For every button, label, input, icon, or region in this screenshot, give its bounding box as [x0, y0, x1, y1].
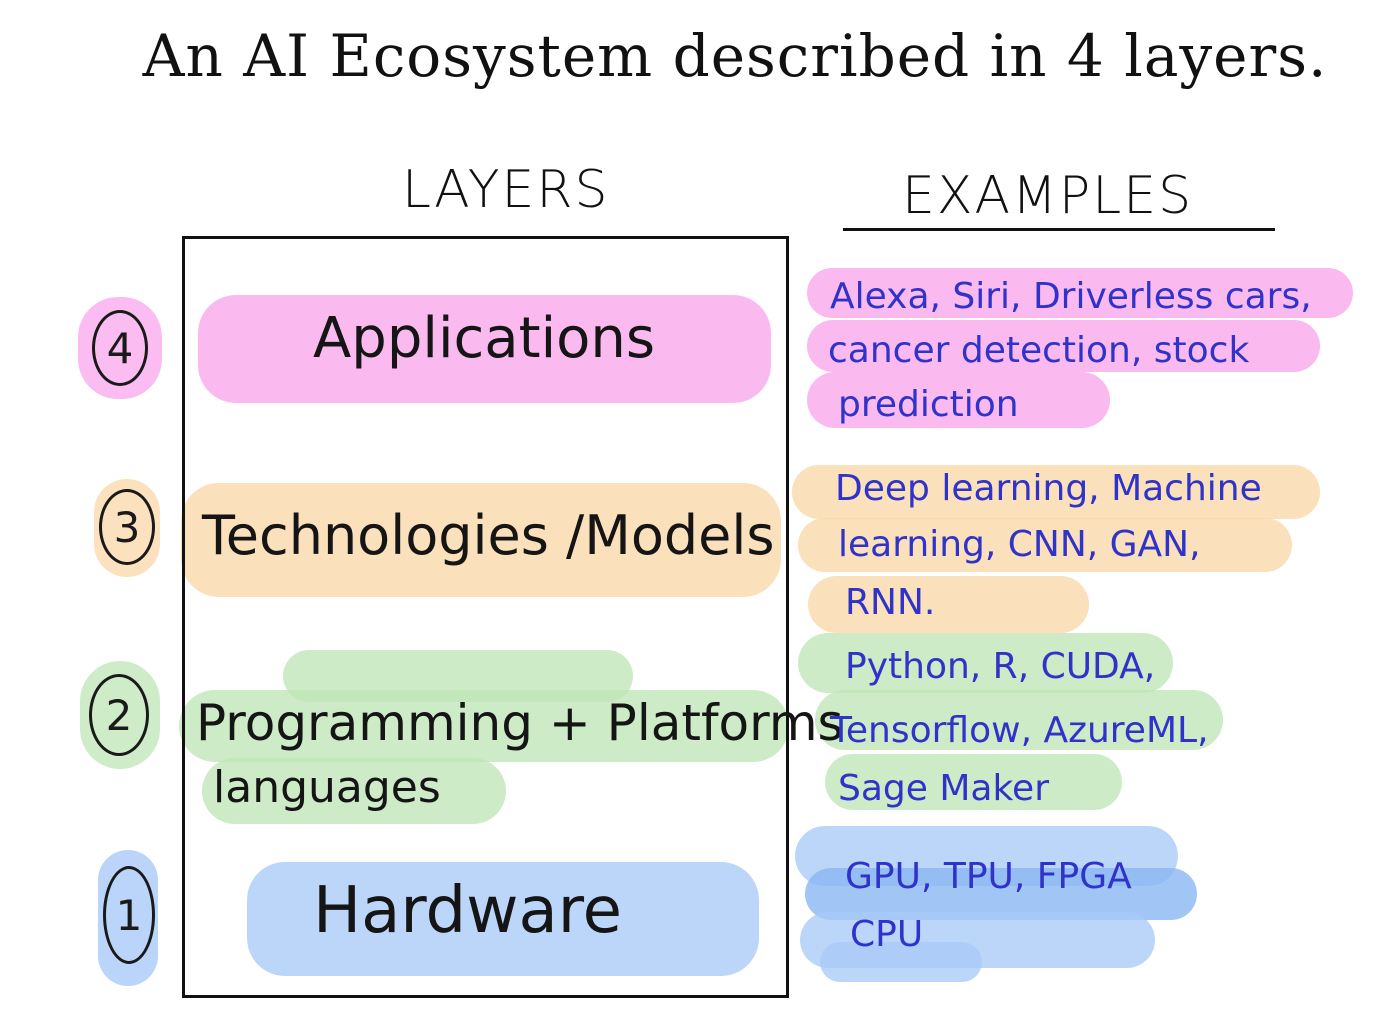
- layer-name-programming-platforms: Programming + Platforms: [196, 694, 844, 752]
- examples-programming-line-3: Sage Maker: [838, 768, 1049, 809]
- examples-programming-line-1: Python, R, CUDA,: [845, 646, 1156, 687]
- examples-column-header: EXAMPLES: [902, 166, 1194, 226]
- layer-number-badge-4: 4: [92, 310, 148, 386]
- layer-number-badge-3: 3: [99, 489, 155, 565]
- highlight-examples-applications-1: [807, 268, 1353, 318]
- highlight-examples-applications-3: [807, 372, 1110, 428]
- highlight-applications: [198, 295, 771, 403]
- examples-applications-line-2: cancer detection, stock: [828, 330, 1250, 371]
- examples-technologies-line-1: Deep learning, Machine: [835, 468, 1262, 509]
- highlight-examples-technologies-2: [798, 518, 1292, 572]
- highlight-hardware: [247, 862, 759, 976]
- examples-technologies-line-3: RNN.: [845, 582, 936, 623]
- highlight-examples-technologies-1: [792, 465, 1320, 519]
- highlight-examples-hardware-4: [820, 942, 982, 982]
- highlight-programming-middle: [179, 690, 789, 762]
- examples-applications-line-3: prediction: [838, 384, 1019, 425]
- examples-programming-line-2: Tensorflow, AzureML,: [830, 710, 1209, 751]
- main-title: An AI Ecosystem described in 4 layers.: [142, 22, 1328, 90]
- layers-frame: [182, 236, 789, 998]
- layers-column-header: LAYERS: [402, 160, 610, 220]
- layer-number-badge-1: 1: [103, 866, 155, 964]
- layer-name-applications: Applications: [313, 306, 656, 371]
- highlight-examples-hardware-2: [805, 868, 1197, 920]
- highlight-examples-technologies-3: [808, 576, 1089, 633]
- examples-hardware-line-1: GPU, TPU, FPGA: [845, 856, 1132, 897]
- layer-name-hardware: Hardware: [313, 874, 622, 948]
- highlight-examples-programming-3: [825, 754, 1122, 810]
- highlight-technologies: [181, 483, 781, 597]
- highlight-examples-applications-2: [807, 320, 1320, 372]
- examples-technologies-line-2: learning, CNN, GAN,: [838, 524, 1201, 565]
- examples-underline: [843, 228, 1275, 231]
- layer-number-badge-2: 2: [89, 674, 149, 756]
- examples-applications-line-1: Alexa, Siri, Driverless cars,: [830, 276, 1312, 317]
- layer-name-technologies-models: Technologies /Models: [202, 504, 775, 567]
- highlight-programming-bottom: [202, 758, 506, 824]
- examples-hardware-line-2: CPU: [850, 914, 924, 955]
- layer-name-languages: languages: [213, 762, 441, 813]
- highlight-examples-programming-2: [815, 690, 1223, 750]
- highlight-examples-programming-1: [798, 633, 1173, 693]
